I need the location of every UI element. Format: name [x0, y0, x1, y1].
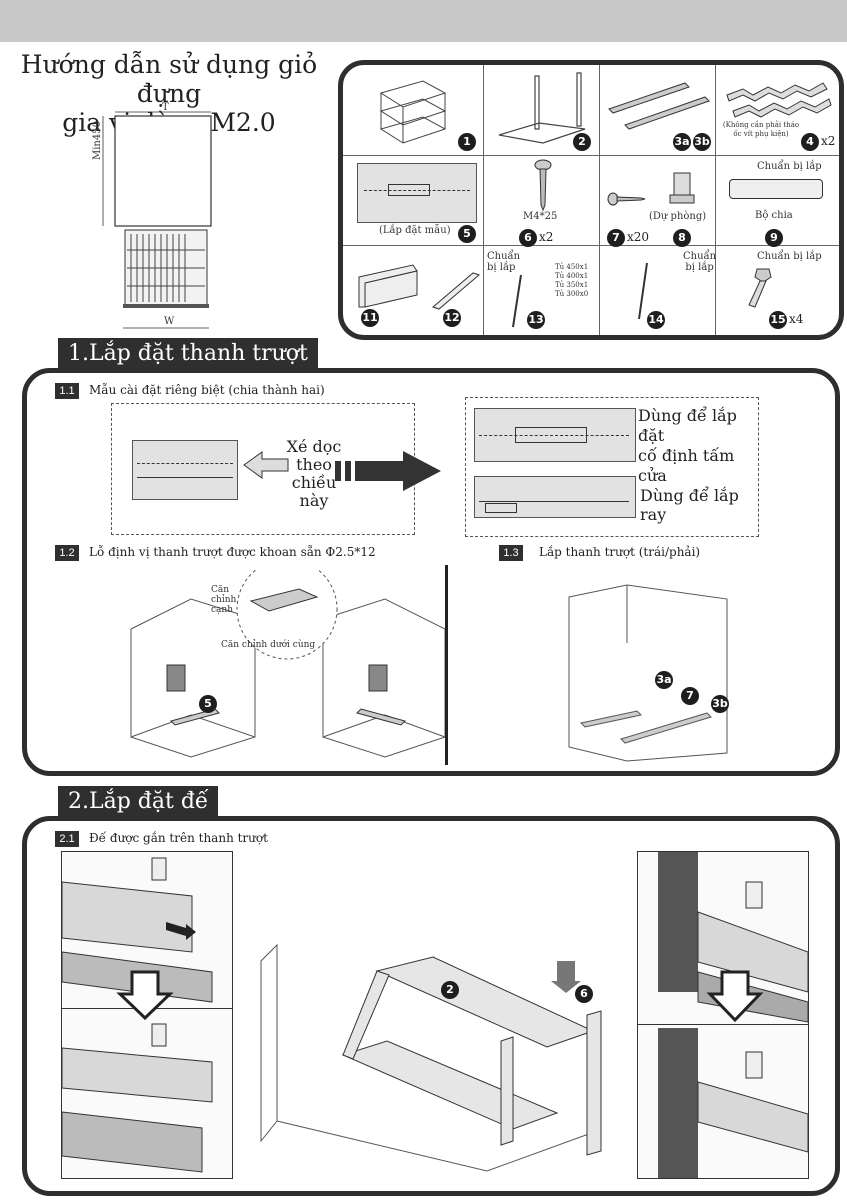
detail-right-photo — [637, 851, 809, 1179]
step-2-1-text: Đế được gắn trên thanh trượt — [89, 831, 268, 845]
part-9-caption: Bộ chia — [755, 210, 793, 221]
arrow-right-icon — [335, 451, 441, 491]
step-1-3-text: Lắp thanh trượt (trái/phải) — [539, 545, 701, 559]
part-15-quantity: x4 — [789, 312, 804, 326]
part-number-5: 5 — [458, 225, 476, 243]
tear-instruction: Xé dọc theo chiều này — [286, 437, 342, 510]
page-title: Hướng dẫn sử dụng giỏ đựng gia vị dòng M… — [4, 50, 334, 137]
template-before-box: Xé dọc theo chiều này — [111, 403, 415, 535]
part-rod-14-image — [638, 262, 648, 320]
part-small-screw-image — [607, 192, 646, 206]
part-7-quantity: x20 — [627, 230, 650, 244]
grid-line — [599, 65, 600, 335]
part-slide-rails-image — [608, 82, 710, 130]
template-full-image — [132, 440, 238, 500]
part-brackets-image — [726, 82, 832, 118]
part-template-image — [357, 163, 477, 223]
diagram-mark-2: 2 — [441, 981, 459, 999]
part-15-prep: Chuẩn bị lắp — [757, 251, 822, 262]
part-14-prep: Chuẩn bị lắp — [683, 251, 717, 273]
grid-line — [343, 155, 839, 156]
step-1-2-text: Lỗ định vị thanh trượt được khoan sẵn Φ2… — [89, 545, 376, 559]
part-6-quantity: x2 — [539, 230, 554, 244]
base-assembly-diagram — [260, 943, 602, 1172]
section-1-frame: 1.1 Mẫu cài đặt riêng biệt (chia thành h… — [22, 368, 840, 776]
part-5-caption: (Lắp đặt mẫu) — [379, 225, 451, 236]
cabinet-dimension-diagram — [102, 111, 212, 329]
section-1-header: 1.Lắp đặt thanh trượt — [58, 338, 318, 370]
part-9-prep: Chuẩn bị lắp — [757, 161, 822, 172]
section-1-divider — [445, 565, 448, 765]
part-trays-image — [358, 264, 480, 310]
door-use-text: Dùng để lắp đặt cố định tấm cửa — [638, 406, 737, 485]
align-bottom-label: Căn chỉnh dưới cùng — [221, 640, 316, 650]
step-1-1-tag: 1.1 — [55, 383, 79, 399]
part-number-3a: 3a — [673, 133, 691, 151]
part-number-6: 6 — [519, 229, 537, 247]
section-2-header: 2.Lắp đặt đế — [58, 786, 219, 818]
part-number-11: 11 — [361, 309, 379, 327]
section-2-frame: 2.1 Đế được gắn trên thanh trượt 2 — [22, 816, 840, 1196]
part-4-note: (Không cần phải tháo ốc vít phụ kiện) — [722, 121, 800, 138]
size-item: Tủ 350x1 — [555, 281, 589, 289]
template-rail-image — [474, 476, 636, 518]
part-number-4: 4 — [801, 133, 819, 151]
dimension-min: Min450 — [92, 121, 103, 160]
part-number-3b: 3b — [693, 133, 711, 151]
part-8-caption: (Dự phòng) — [649, 211, 707, 222]
part-number-2: 2 — [573, 133, 591, 151]
align-side-label: Căn chỉnh cạnh — [211, 585, 237, 615]
part-number-1: 1 — [458, 133, 476, 151]
part-number-12: 12 — [443, 309, 461, 327]
part-basket-image — [379, 80, 447, 144]
part-number-7: 7 — [607, 229, 625, 247]
diagram-mark-6: 6 — [575, 985, 593, 1003]
step-2-1-tag: 2.1 — [55, 831, 79, 847]
slide-installation-diagram — [568, 584, 728, 762]
grid-line — [343, 245, 839, 246]
part-13-sizes: Tủ 450x1 Tủ 400x1 Tủ 350x1 Tủ 300x0 — [555, 263, 588, 299]
part-number-14: 14 — [647, 311, 665, 329]
part-clip-image — [669, 172, 695, 204]
part-number-8: 8 — [673, 229, 691, 247]
part-base-frame-image — [498, 72, 586, 144]
size-item: Tủ 400x1 — [555, 272, 589, 280]
diagram-mark-5: 5 — [199, 695, 217, 713]
step-1-2-tag: 1.2 — [55, 545, 79, 561]
part-number-13: 13 — [527, 311, 545, 329]
step-1-1-text: Mẫu cài đặt riêng biệt (chia thành hai) — [89, 383, 325, 397]
top-bar — [0, 0, 847, 42]
part-wrench-image — [748, 268, 772, 308]
grid-line — [483, 65, 484, 335]
template-door-image — [474, 408, 636, 462]
grid-line — [715, 65, 716, 335]
size-item: Tủ 300x0 — [555, 290, 589, 298]
detail-left-photo — [61, 851, 233, 1179]
arrow-left-icon — [243, 451, 289, 479]
step-1-3-tag: 1.3 — [499, 545, 523, 561]
dimension-t: T — [162, 102, 169, 113]
part-6-label: M4*25 — [523, 211, 558, 222]
part-number-9: 9 — [765, 229, 783, 247]
diagram-mark-7: 7 — [681, 687, 699, 705]
title-line-1: Hướng dẫn sử dụng giỏ đựng — [20, 50, 318, 108]
size-item: Tủ 450x1 — [555, 263, 589, 271]
part-13-prep: Chuẩn bị lắp — [487, 251, 521, 273]
template-after-box: Dùng để lắp đặt cố định tấm cửa Dùng để … — [465, 397, 759, 537]
rail-use-text: Dùng để lắp ray — [640, 486, 739, 524]
part-divider-image — [729, 179, 823, 199]
part-number-15: 15 — [769, 311, 787, 329]
part-4-quantity: x2 — [821, 134, 836, 148]
part-screw-image — [534, 159, 552, 212]
diagram-mark-3b: 3b — [711, 695, 729, 713]
diagram-mark-3a: 3a — [655, 671, 673, 689]
part-rod-13-image — [512, 274, 522, 328]
cabinet-drilling-diagram — [130, 569, 446, 758]
dimension-w: W — [164, 316, 175, 327]
parts-list-panel: 1 2 3a 3b (Không cần phải tháo ốc vít ph… — [338, 60, 844, 340]
